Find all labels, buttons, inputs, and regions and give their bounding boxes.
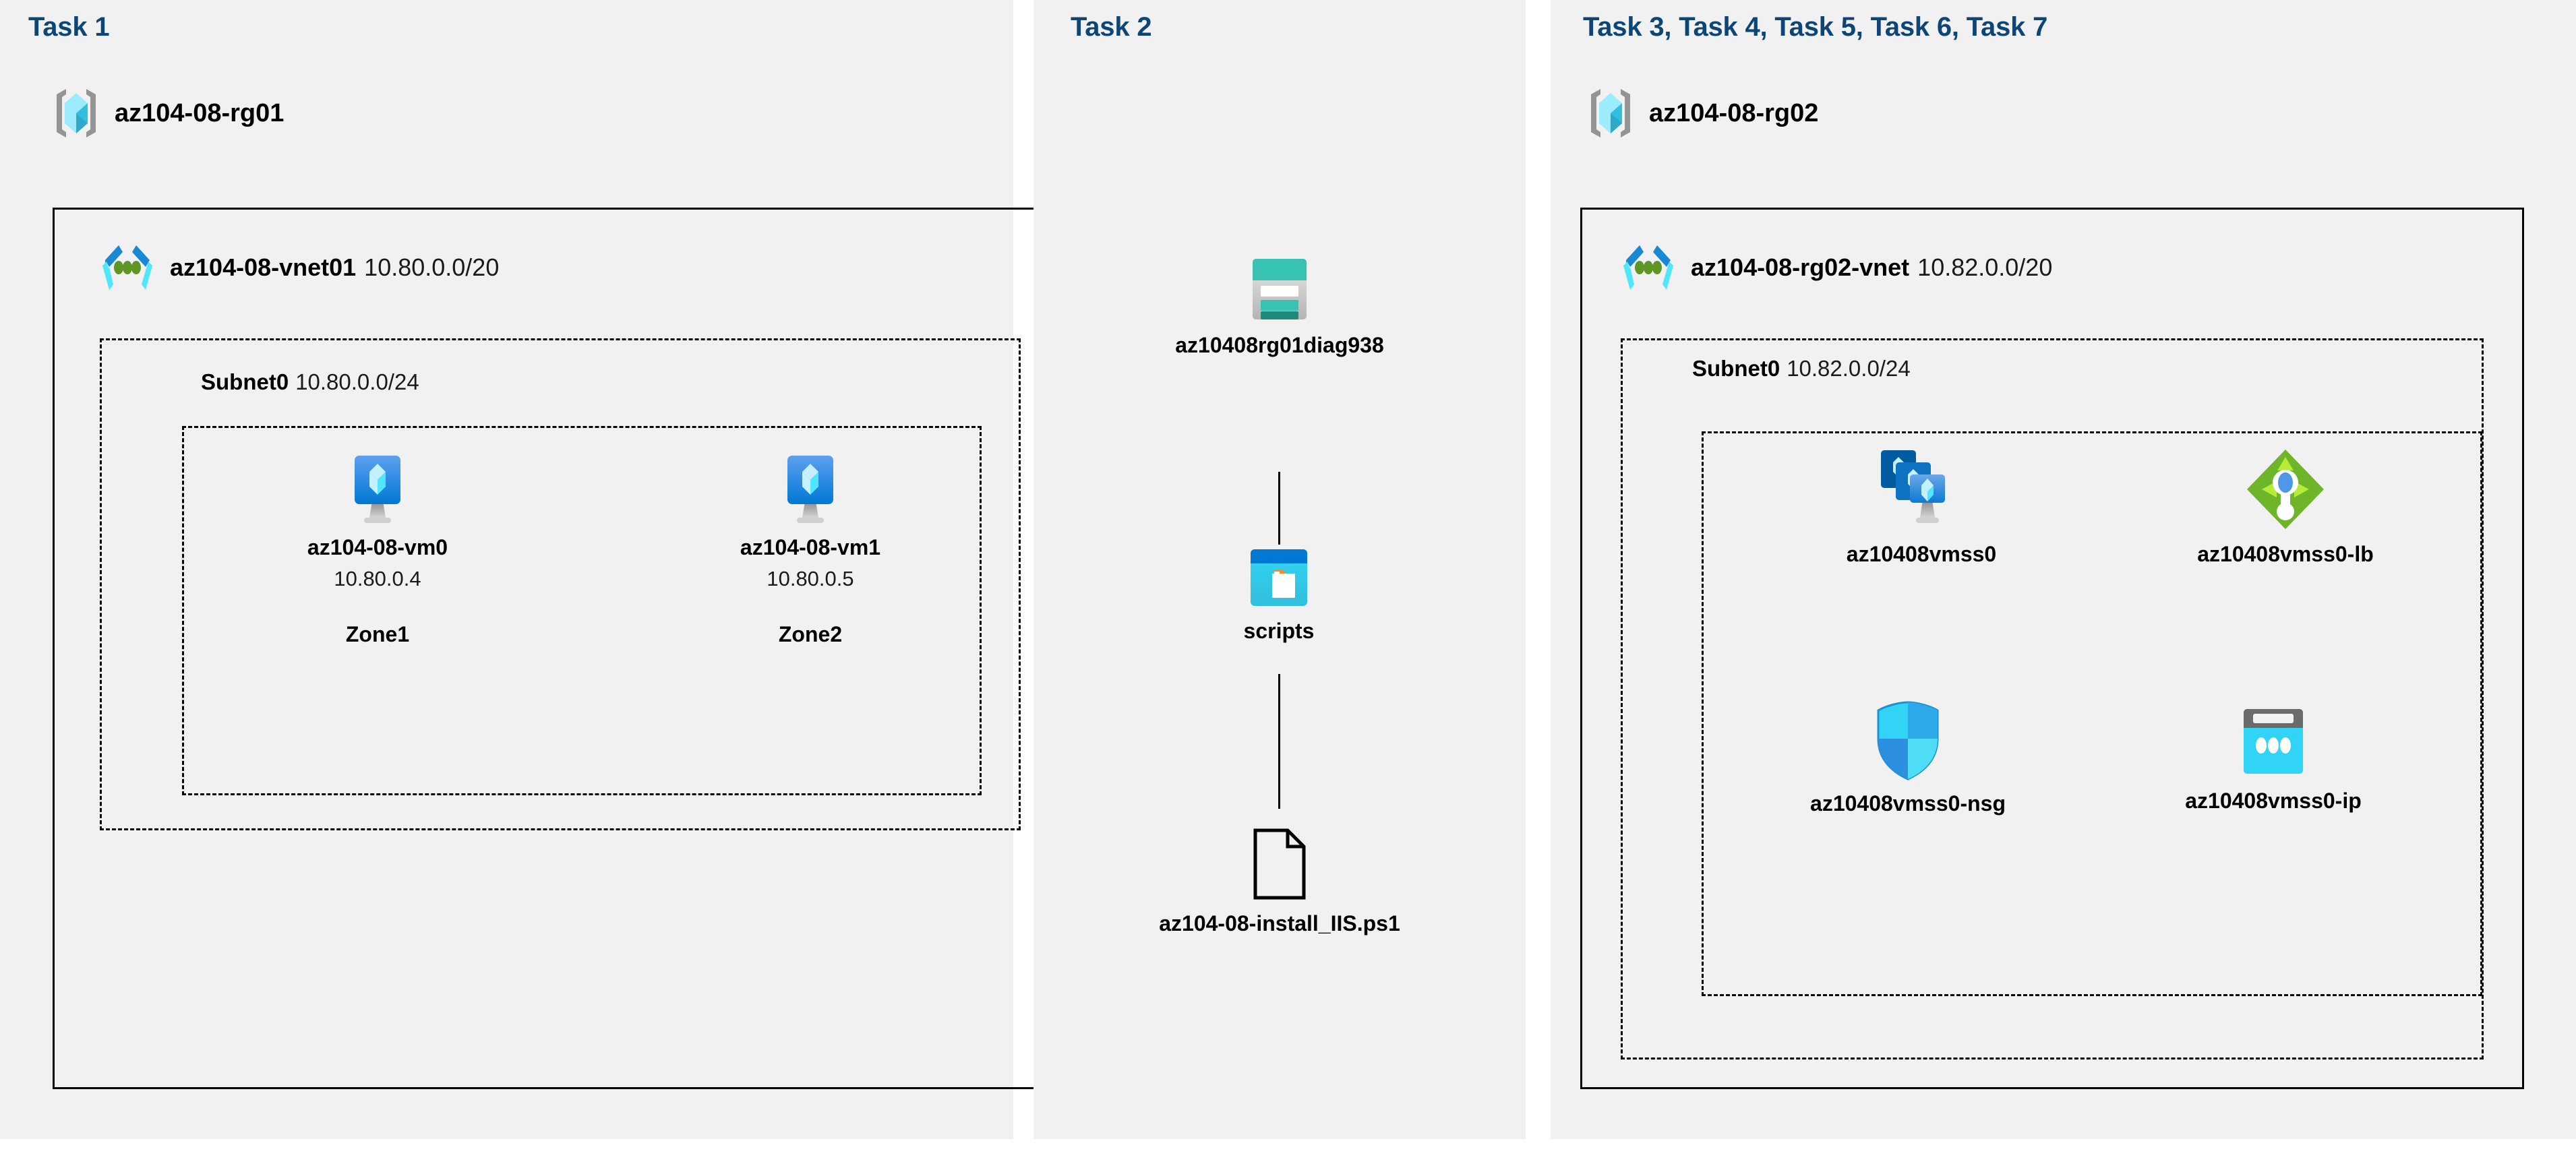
load-balancer-icon [2244, 448, 2327, 531]
blob-container-icon [1249, 547, 1309, 608]
subnet-name: Subnet0 [201, 369, 289, 394]
blob-file-name: az104-08-install_IIS.ps1 [1159, 911, 1400, 935]
public-ip-address-icon [2240, 706, 2307, 778]
subnet-header-subnet0-vnet02: Subnet0 10.82.0.0/24 [1692, 356, 1911, 381]
vm-zone: Zone2 [778, 622, 843, 646]
virtual-machine-icon [774, 453, 847, 524]
storage-account-icon [1250, 256, 1309, 322]
node-load-balancer[interactable]: az10408vmss0-lb [2144, 448, 2427, 567]
resource-group-rg01[interactable]: az104-08-rg01 [53, 86, 284, 140]
nsg-name: az10408vmss0-nsg [1810, 791, 2006, 816]
virtual-machine-icon [341, 453, 414, 524]
connector-storage-to-scripts [1278, 472, 1280, 545]
vm-ip-address: 10.80.0.5 [767, 567, 854, 590]
task-label-task1: Task 1 [28, 12, 110, 42]
resource-group-icon [53, 86, 100, 140]
node-storage-account[interactable]: az10408rg01diag938 [1138, 256, 1421, 358]
blob-container-name: scripts [1243, 619, 1315, 643]
vm-zone: Zone1 [345, 622, 410, 646]
resource-group-name: az104-08-rg01 [115, 98, 284, 127]
subnet-box-subnet0-vnet02 [1621, 338, 2484, 1060]
vm-name: az104-08-vm0 [307, 535, 448, 559]
vmss-resources-box [1702, 431, 2482, 996]
node-vm0[interactable]: az104-08-vm0 10.80.0.4 Zone1 [263, 453, 492, 647]
zones-box [182, 426, 982, 795]
node-vm1[interactable]: az104-08-vm1 10.80.0.5 Zone2 [696, 453, 925, 647]
file-icon [1251, 828, 1308, 900]
vnet-name: az104-08-vnet01 [170, 253, 357, 281]
node-blob-file[interactable]: az104-08-install_IIS.ps1 [1095, 828, 1464, 936]
resource-group-name: az104-08-rg02 [1649, 98, 1819, 127]
node-public-ip[interactable]: az10408vmss0-ip [2132, 706, 2415, 814]
node-blob-container[interactable]: scripts [1188, 547, 1370, 644]
vm-name: az104-08-vm1 [740, 535, 881, 559]
task-label-task2: Task 2 [1071, 12, 1152, 42]
public-ip-name: az10408vmss0-ip [2185, 789, 2362, 813]
virtual-network-icon [100, 243, 155, 293]
vm-ip-address: 10.80.0.4 [334, 567, 421, 590]
subnet-name: Subnet0 [1692, 356, 1780, 381]
node-vmss[interactable]: az10408vmss0 [1780, 448, 2063, 567]
network-security-group-icon [1873, 701, 1943, 780]
subnet-box-subnet0-vnet01 [100, 338, 1021, 830]
panel-task37 [1551, 0, 2576, 1139]
subnet-cidr: 10.80.0.0/24 [295, 369, 419, 394]
vm-scale-set-icon [1874, 448, 1969, 531]
connector-scripts-to-blob [1278, 674, 1280, 809]
virtual-network-icon [1621, 243, 1676, 293]
resource-group-rg02[interactable]: az104-08-rg02 [1587, 86, 1818, 140]
resource-group-icon [1587, 86, 1634, 140]
vmss-name: az10408vmss0 [1846, 542, 1997, 566]
storage-account-name: az10408rg01diag938 [1175, 333, 1384, 357]
vnet-cidr: 10.82.0.0/20 [1917, 253, 2053, 281]
panel-task1 [0, 0, 1013, 1139]
subnet-cidr: 10.82.0.0/24 [1787, 356, 1911, 381]
vnet-box-vnet02 [1580, 208, 2524, 1089]
node-network-security-group[interactable]: az10408vmss0-nsg [1760, 701, 2056, 816]
task-label-task37: Task 3, Task 4, Task 5, Task 6, Task 7 [1583, 12, 2048, 42]
vnet-name: az104-08-rg02-vnet [1691, 253, 1910, 281]
load-balancer-name: az10408vmss0-lb [2197, 542, 2374, 566]
vnet-cidr: 10.80.0.0/20 [364, 253, 500, 281]
